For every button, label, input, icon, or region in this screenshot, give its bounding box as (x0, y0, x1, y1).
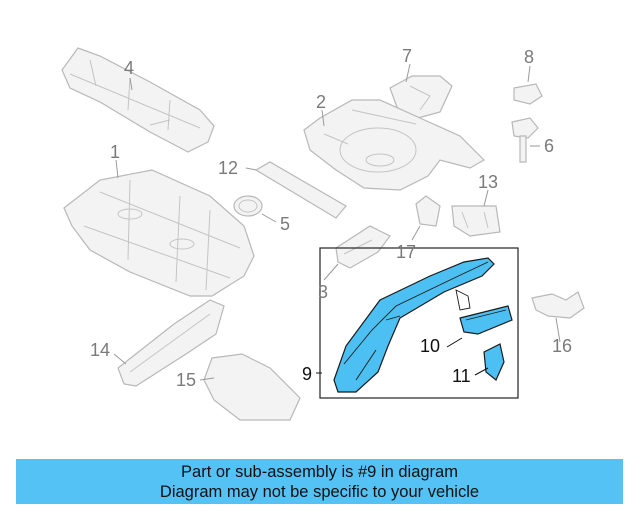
part-3-bracket[interactable] (335, 225, 391, 269)
callout-10: 10 (420, 336, 440, 356)
callout-13: 13 (478, 172, 498, 192)
callout-6: 6 (544, 136, 554, 156)
part-16-bracket[interactable] (531, 291, 585, 319)
callout-4: 4 (124, 58, 134, 78)
part-9-frame-rail[interactable] (333, 257, 495, 393)
part-12-reinforcement[interactable] (254, 161, 347, 219)
banner-line-2: Diagram may not be specific to your vehi… (159, 483, 480, 501)
part-1-floor-pan[interactable] (63, 169, 255, 297)
part-5-seal[interactable] (233, 195, 263, 217)
part-11-bracket[interactable] (483, 343, 505, 381)
callout-15: 15 (176, 370, 196, 390)
leader-lines (113, 63, 561, 381)
callout-1: 1 (110, 142, 120, 162)
callout-9: 9 (302, 364, 312, 384)
part-info-banner: Part or sub-assembly is #9 in diagram Di… (16, 459, 623, 504)
callout-8: 8 (524, 47, 534, 67)
callout-12: 12 (218, 158, 238, 178)
callout-11: 11 (452, 366, 471, 386)
highlight-box (319, 247, 519, 399)
parts-diagram: 4 2 7 8 6 1 12 5 13 17 3 14 15 16 9 10 1… (61, 46, 585, 421)
part-17-bracket[interactable] (415, 195, 441, 227)
part-13-bracket[interactable] (451, 205, 501, 237)
part-2-rear-floor-pan[interactable] (303, 99, 485, 191)
callout-16: 16 (552, 336, 572, 356)
part-10-plate[interactable] (459, 305, 513, 335)
part-15-cover[interactable] (203, 353, 301, 421)
callout-2: 2 (316, 92, 326, 112)
part-6-bolt[interactable] (511, 117, 539, 163)
part-14-rail[interactable] (117, 299, 225, 387)
callout-14: 14 (90, 340, 110, 360)
part-4-crossmember[interactable] (61, 47, 215, 153)
callout-5: 5 (280, 214, 290, 234)
callout-17: 17 (396, 242, 416, 262)
part-8-plug[interactable] (513, 83, 543, 105)
banner-line-1: Part or sub-assembly is #9 in diagram (181, 463, 458, 481)
callout-7: 7 (402, 46, 412, 66)
callout-3: 3 (318, 282, 328, 302)
